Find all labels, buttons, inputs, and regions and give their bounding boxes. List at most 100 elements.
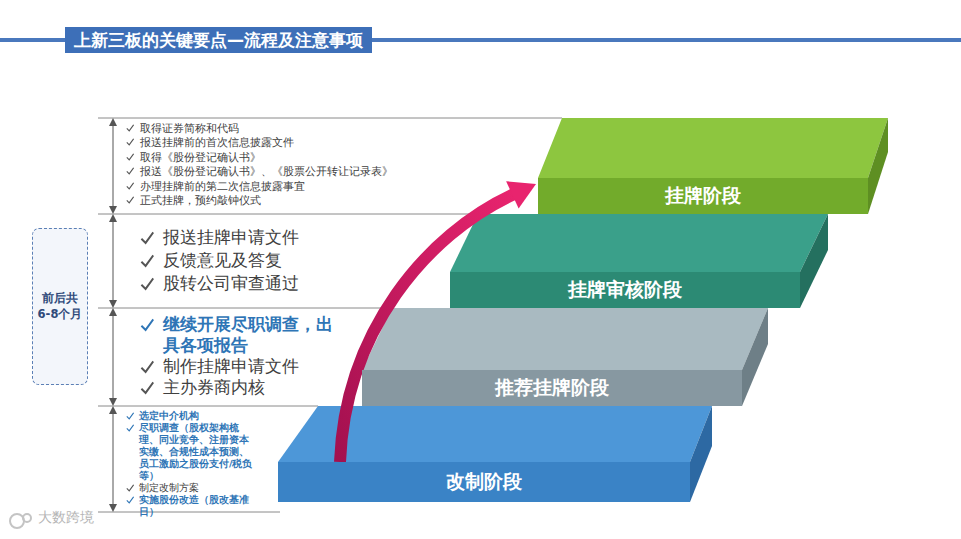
stage-label: 改制阶段 — [446, 469, 522, 495]
checklist-row: 正式挂牌，预约敲钟仪式 — [126, 193, 506, 207]
checklist-item: 取得证券简称和代码 — [140, 121, 506, 135]
stage-label: 推荐挂牌阶段 — [495, 375, 609, 401]
watermark-logo — [23, 514, 31, 522]
watermark: 大数跨境 — [38, 509, 94, 527]
check-mark — [126, 167, 134, 175]
check-stroke — [127, 154, 134, 160]
checklist-row: 报送《股份登记确认书》、《股票公开转让记录表》 — [126, 164, 506, 178]
separator-line — [98, 118, 562, 119]
checklist-row: 制定改制方案 — [126, 482, 258, 494]
checklist-group: 报送挂牌申请文件反馈意见及答复股转公司审查通过 — [140, 226, 380, 295]
span-arrow — [113, 410, 114, 508]
checklist-row: 实施股份改造（股改基准日） — [126, 494, 258, 518]
checklist-row: 反馈意见及答复 — [140, 249, 380, 272]
checklist-item: 制定改制方案 — [139, 482, 258, 494]
checklist-row: 股转公司审查通过 — [140, 272, 380, 295]
checklist-item: 办理挂牌前的第二次信息披露事宜 — [140, 179, 506, 193]
stage-step: 改制阶段 — [278, 462, 690, 502]
checklist-row: 继续开展尽职调查，出具各项报告 — [140, 314, 340, 356]
checklist-item: 取得《股份登记确认书》 — [140, 150, 506, 164]
checklist-item: 继续开展尽职调查，出具各项报告 — [163, 314, 340, 356]
check-stroke — [127, 125, 134, 131]
checklist-item: 正式挂牌，预约敲钟仪式 — [140, 193, 506, 207]
checklist-item: 选定中介机构 — [139, 410, 258, 422]
check-mark — [126, 412, 134, 420]
separator-line — [98, 308, 392, 309]
check-mark — [126, 196, 134, 204]
checklist-item: 报送《股份登记确认书》、《股票公开转让记录表》 — [140, 164, 506, 178]
check-stroke — [141, 361, 153, 372]
check-mark — [126, 424, 134, 432]
check-stroke — [127, 168, 134, 174]
check-mark — [140, 254, 154, 268]
arrow-shaft — [340, 194, 514, 462]
check-stroke — [127, 139, 134, 145]
check-mark — [126, 138, 134, 146]
arrow-head — [506, 181, 536, 208]
check-mark — [126, 182, 134, 190]
check-mark — [140, 277, 154, 291]
checklist-row: 选定中介机构 — [126, 410, 258, 422]
checklist-row: 主办券商内核 — [140, 377, 340, 398]
checklist-row: 制作挂牌申请文件 — [140, 356, 340, 377]
check-stroke — [141, 382, 153, 393]
check-stroke — [141, 278, 153, 289]
check-stroke — [127, 497, 134, 503]
check-stroke — [127, 485, 134, 491]
step-side — [742, 308, 768, 406]
step-top — [538, 118, 888, 178]
check-stroke — [127, 413, 134, 419]
check-stroke — [141, 232, 153, 243]
checklist-item: 主办券商内核 — [163, 377, 340, 398]
checklist-item: 制作挂牌申请文件 — [163, 356, 340, 377]
stage-step: 挂牌审核阶段 — [450, 272, 800, 308]
duration-box: 前后共 6-8个月 — [32, 228, 88, 385]
check-mark — [140, 231, 154, 245]
check-mark — [126, 124, 134, 132]
checklist-row: 取得证券简称和代码 — [126, 121, 506, 135]
check-stroke — [127, 182, 134, 188]
step-side — [800, 214, 828, 308]
check-stroke — [141, 319, 153, 330]
check-mark — [140, 360, 154, 374]
step-side — [868, 118, 888, 214]
check-stroke — [141, 255, 153, 266]
check-stroke — [127, 425, 134, 431]
separator-line — [98, 406, 318, 407]
check-mark — [140, 318, 154, 332]
step-top — [362, 308, 768, 370]
checklist-row: 报送挂牌申请文件 — [140, 226, 380, 249]
check-mark — [126, 496, 134, 504]
stage-step: 推荐挂牌阶段 — [362, 370, 742, 406]
checklist-row: 取得《股份登记确认书》 — [126, 150, 506, 164]
checklist-item: 股转公司审查通过 — [163, 272, 380, 295]
step-side — [690, 406, 712, 502]
flow-arrow — [340, 181, 536, 462]
span-arrow — [113, 218, 114, 304]
separator-line — [98, 214, 478, 215]
checklist-item: 反馈意见及答复 — [163, 249, 380, 272]
watermark-logo — [10, 514, 24, 528]
checklist-item: 报送挂牌申请文件 — [163, 226, 380, 249]
stage-step: 挂牌阶段 — [538, 178, 868, 214]
span-arrow — [113, 312, 114, 402]
checklist-item: 报送挂牌前的首次信息披露文件 — [140, 135, 506, 149]
checklist-row: 办理挂牌前的第二次信息披露事宜 — [126, 179, 506, 193]
check-mark — [126, 153, 134, 161]
checklist-group: 继续开展尽职调查，出具各项报告制作挂牌申请文件主办券商内核 — [140, 314, 340, 398]
checklist-item: 尽职调查（股权架构梳理、同业竞争、注册资本实缴、合规性成本预测、员工激励之股份支… — [139, 422, 258, 482]
checklist-group: 取得证券简称和代码报送挂牌前的首次信息披露文件取得《股份登记确认书》报送《股份登… — [126, 121, 506, 207]
check-mark — [126, 484, 134, 492]
step-top — [450, 214, 828, 272]
check-mark — [140, 381, 154, 395]
separator-line — [98, 512, 280, 513]
checklist-row: 报送挂牌前的首次信息披露文件 — [126, 135, 506, 149]
slide-title: 上新三板的关键要点—流程及注意事项 — [65, 27, 372, 53]
checklist-group: 选定中介机构尽职调查（股权架构梳理、同业竞争、注册资本实缴、合规性成本预测、员工… — [126, 410, 258, 518]
duration-text: 前后共 6-8个月 — [35, 291, 85, 322]
stage-label: 挂牌审核阶段 — [568, 277, 682, 303]
check-stroke — [127, 197, 134, 203]
stage-label: 挂牌阶段 — [665, 183, 741, 209]
checklist-row: 尽职调查（股权架构梳理、同业竞争、注册资本实缴、合规性成本预测、员工激励之股份支… — [126, 422, 258, 482]
span-arrow — [113, 122, 114, 210]
